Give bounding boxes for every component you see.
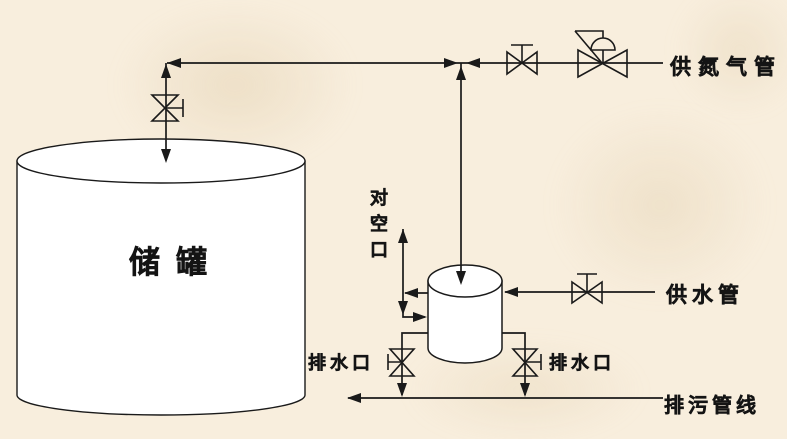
arrow-left-icon [404, 288, 418, 298]
nitrogen-pipe-label: 供氮气管 [670, 55, 782, 79]
arrow-up-icon [456, 66, 466, 80]
drain-left-label: 排水口 [308, 353, 374, 374]
drain-left-valve-icon [387, 348, 416, 377]
tank-riser-valve-icon [150, 94, 184, 122]
small-vessel-shape [427, 264, 503, 364]
arrow-up-icon [161, 64, 171, 78]
drain-right-valve-icon [511, 348, 542, 377]
flow-arrowheads [161, 58, 530, 403]
drain-right-pipe [502, 332, 526, 395]
arrow-down-icon [161, 149, 171, 163]
vessel-body [427, 280, 503, 364]
vent-label: 对空口 [367, 188, 389, 267]
tank-top-ellipse [16, 138, 306, 184]
drain-left-pipe [401, 332, 428, 395]
tank-body [16, 160, 306, 416]
nitrogen-control-valve-icon [574, 30, 628, 79]
arrow-left-icon [347, 393, 361, 403]
arrow-down-icon [520, 383, 530, 397]
arrow-right-icon [413, 312, 427, 322]
arrow-right-icon [444, 58, 458, 68]
drain-right-label: 排水口 [549, 353, 615, 374]
nitrogen-shutoff-valve-icon [506, 44, 538, 76]
water-supply-valve-icon [571, 273, 603, 305]
arrow-down-icon [398, 301, 408, 315]
vessel-top-ellipse [427, 264, 503, 298]
water-pipe-label: 供水管 [666, 283, 744, 307]
arrow-down-icon [456, 271, 466, 285]
storage-tank-shape [16, 138, 306, 416]
tank-label: 储罐 [129, 245, 223, 281]
arrow-left-icon [167, 58, 181, 68]
arrow-up-icon [398, 229, 408, 243]
arrow-left-icon [504, 287, 518, 297]
arrow-left-icon [466, 58, 480, 68]
sewage-pipeline-label: 排污管线 [664, 393, 760, 417]
valves [150, 30, 628, 377]
arrow-down-icon [397, 383, 407, 397]
